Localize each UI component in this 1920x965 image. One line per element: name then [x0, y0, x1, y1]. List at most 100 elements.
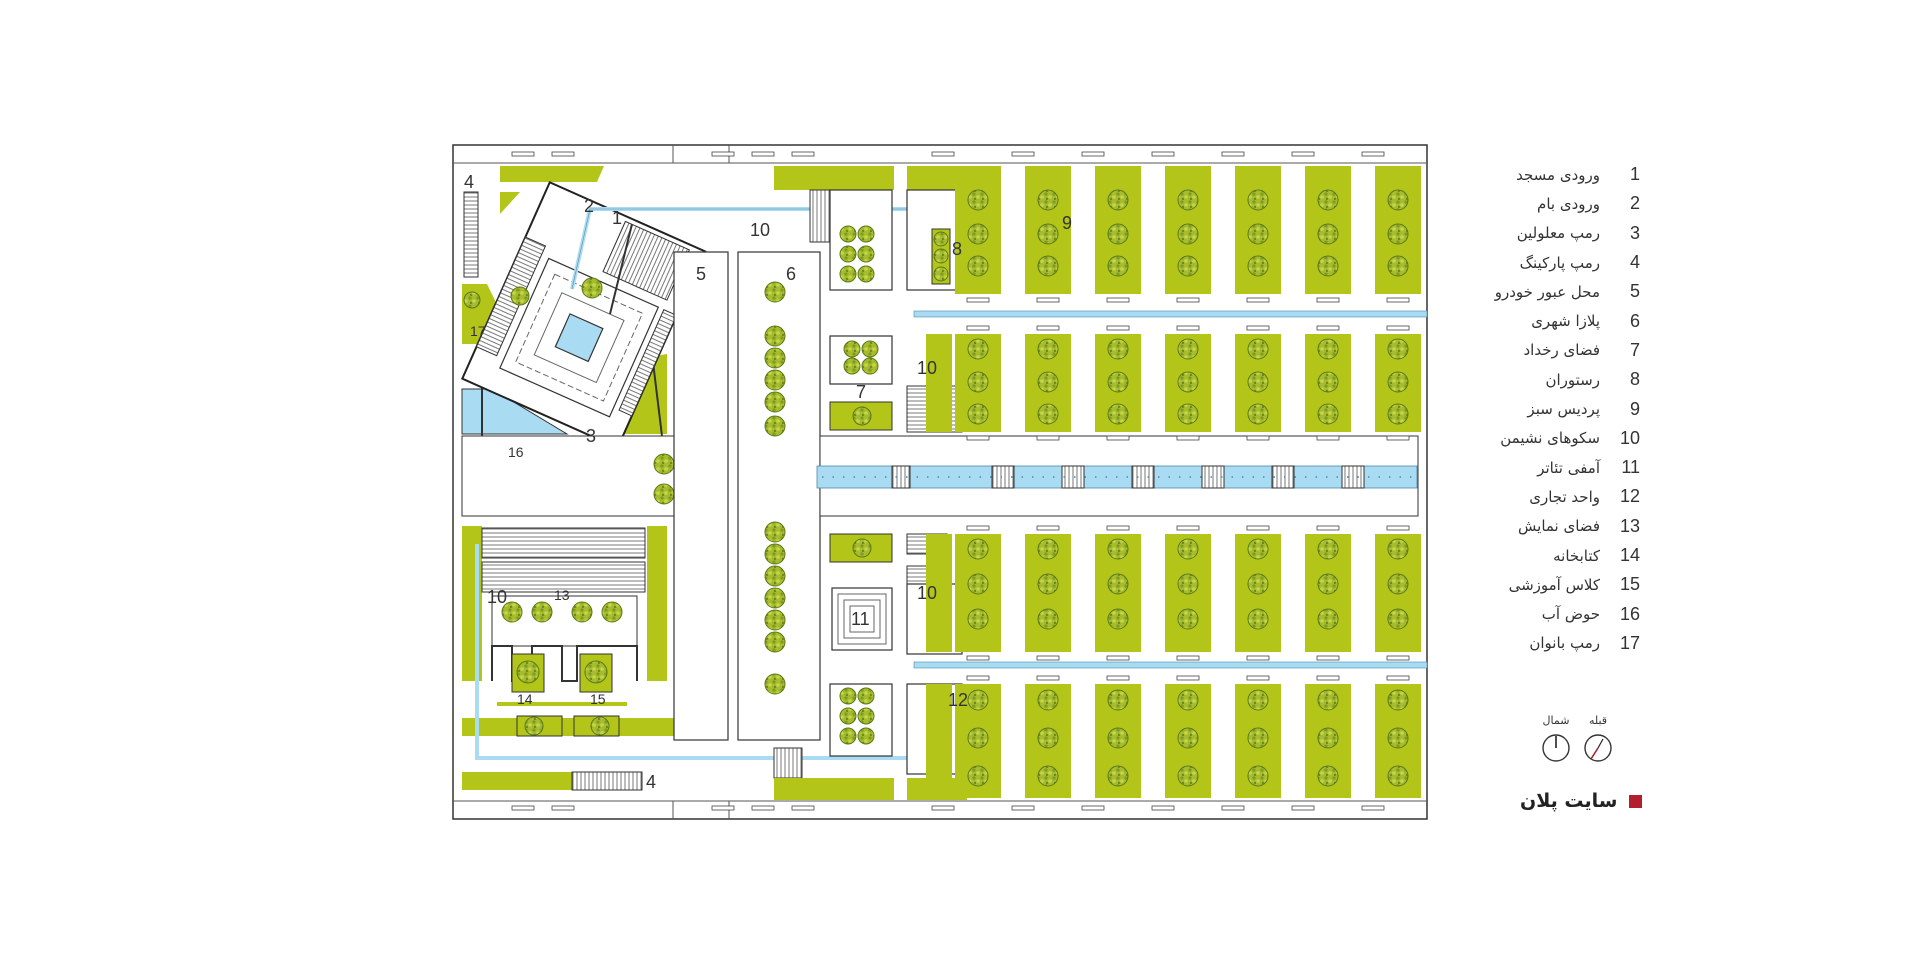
campus-tree: [1177, 727, 1199, 749]
campus-tree: [967, 189, 989, 211]
wall-sw-comb: [491, 645, 638, 682]
legend-item-label: پلازا شهری: [1531, 312, 1600, 331]
bench: [966, 297, 990, 303]
label-14: 14: [517, 691, 533, 707]
label-17: 17: [470, 323, 486, 339]
campus-tree: [967, 403, 989, 425]
bench: [1246, 325, 1270, 331]
campus-tree: [1387, 255, 1409, 277]
parking-ramp-nw: [463, 191, 479, 278]
tree-class: [590, 716, 610, 736]
campus-tree: [967, 223, 989, 245]
tree-15: [584, 660, 608, 684]
tree-amph-1: [852, 538, 872, 558]
legend-item-label: رمپ پارکینگ: [1519, 253, 1600, 272]
street-bench: [1221, 151, 1245, 157]
stairs-sw-mid: [481, 561, 646, 593]
tree-mosque-1: [581, 277, 603, 299]
label-10-low: 10: [917, 583, 937, 603]
label-10-mid: 10: [917, 358, 937, 378]
legend-item-number: 5: [1629, 281, 1640, 302]
street-bench: [931, 805, 955, 811]
street-bench: [1081, 805, 1105, 811]
street-bench: [931, 151, 955, 157]
label-6: 6: [786, 264, 796, 284]
water-channel-north: [913, 310, 1428, 318]
campus-tree: [1177, 689, 1199, 711]
amphitheatre: [831, 587, 893, 651]
campus-tree: [1107, 765, 1129, 787]
street-bench: [1361, 805, 1385, 811]
street-bench: [791, 151, 815, 157]
tree-exh-4: [601, 601, 623, 623]
bench: [1176, 675, 1200, 681]
campus-tree: [1177, 255, 1199, 277]
campus-tree: [1037, 189, 1059, 211]
street-bench: [551, 151, 575, 157]
bench: [1176, 325, 1200, 331]
campus-tree: [1247, 573, 1269, 595]
mosque-building: [460, 180, 707, 450]
street-bench: [711, 805, 735, 811]
campus-tree: [1247, 608, 1269, 630]
campus-tree: [1107, 538, 1129, 560]
bench: [1316, 435, 1340, 441]
bench: [1316, 297, 1340, 303]
campus-tree: [1037, 223, 1059, 245]
campus-tree: [1317, 538, 1339, 560]
campus-tree: [1247, 255, 1269, 277]
bench: [1246, 435, 1270, 441]
bench: [1246, 297, 1270, 303]
campus-tree: [1177, 338, 1199, 360]
label-4-north: 4: [464, 172, 474, 192]
campus-tree: [1317, 608, 1339, 630]
tree-event-4: [861, 357, 879, 375]
bench: [1036, 325, 1060, 331]
campus-tree: [1037, 371, 1059, 393]
label-10-sw: 10: [487, 587, 507, 607]
tree-exh-1: [501, 601, 523, 623]
legend-item-number: 14: [1619, 545, 1640, 565]
campus-tree: [1317, 573, 1339, 595]
label-9: 9: [1062, 213, 1072, 233]
tree-event-1: [843, 340, 861, 358]
bench: [1386, 297, 1410, 303]
label-15: 15: [590, 691, 606, 707]
qibla-arrow-icon: [1584, 734, 1612, 762]
legend-item-label: فضای نمایش: [1518, 517, 1600, 536]
campus-tree: [1177, 765, 1199, 787]
campus-tree: [967, 727, 989, 749]
campus-tree: [1107, 189, 1129, 211]
north-indicator: شمال: [1526, 714, 1586, 763]
label-12: 12: [948, 690, 968, 710]
campus-tree: [1037, 573, 1059, 595]
street-bench: [1151, 151, 1175, 157]
campus-tree: [1107, 371, 1129, 393]
legend-item-label: محل عبور خودرو: [1494, 282, 1600, 301]
legend-item-number: 11: [1621, 457, 1640, 478]
campus-tree: [1037, 727, 1059, 749]
lawn-nw-a: [500, 192, 520, 214]
street-bench: [511, 151, 535, 157]
street-bench: [1361, 151, 1385, 157]
campus-tree: [1037, 608, 1059, 630]
campus-tree: [1247, 689, 1269, 711]
campus-tree: [1387, 727, 1409, 749]
plaza-strip-west: [461, 435, 675, 517]
lawn-mid-top-a: [774, 166, 894, 190]
lawn-strip: [926, 334, 952, 432]
street-bench: [751, 805, 775, 811]
tree-lib: [524, 716, 544, 736]
legend-item-label: حوض آب: [1541, 605, 1600, 624]
lawn-top-strip: [500, 166, 604, 182]
campus-tree: [1107, 689, 1129, 711]
bench: [1036, 675, 1060, 681]
campus-tree: [1177, 573, 1199, 595]
campus-tree: [1247, 371, 1269, 393]
